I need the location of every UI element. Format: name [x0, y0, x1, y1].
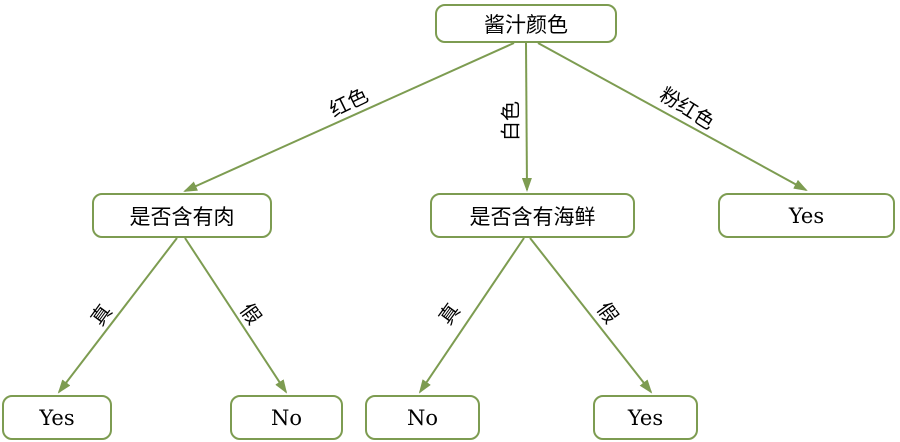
- node-contains-seafood: 是否含有海鲜: [430, 193, 635, 238]
- edge-meat-to-no: [184, 237, 288, 394]
- edge-label-white: 白色: [498, 101, 523, 141]
- leaf-meat-false-no: No: [230, 395, 343, 440]
- leaf-seafood-false-yes: Yes: [593, 395, 698, 440]
- leaf-meat-true-yes: Yes: [2, 395, 112, 440]
- leaf-pink-yes: Yes: [718, 193, 895, 238]
- node-sauce-color: 酱汁颜色: [435, 4, 617, 43]
- edge-meat-to-yes: [57, 237, 178, 394]
- edge-seafood-to-no: [418, 237, 525, 394]
- edge-root-to-pink-leaf: [537, 42, 808, 191]
- leaf-seafood-true-no: No: [365, 395, 480, 440]
- node-contains-meat: 是否含有肉: [92, 193, 272, 238]
- edge-root-to-seafood: [521, 42, 532, 192]
- edge-seafood-to-yes: [529, 237, 653, 394]
- edge-root-to-meat: [183, 42, 515, 192]
